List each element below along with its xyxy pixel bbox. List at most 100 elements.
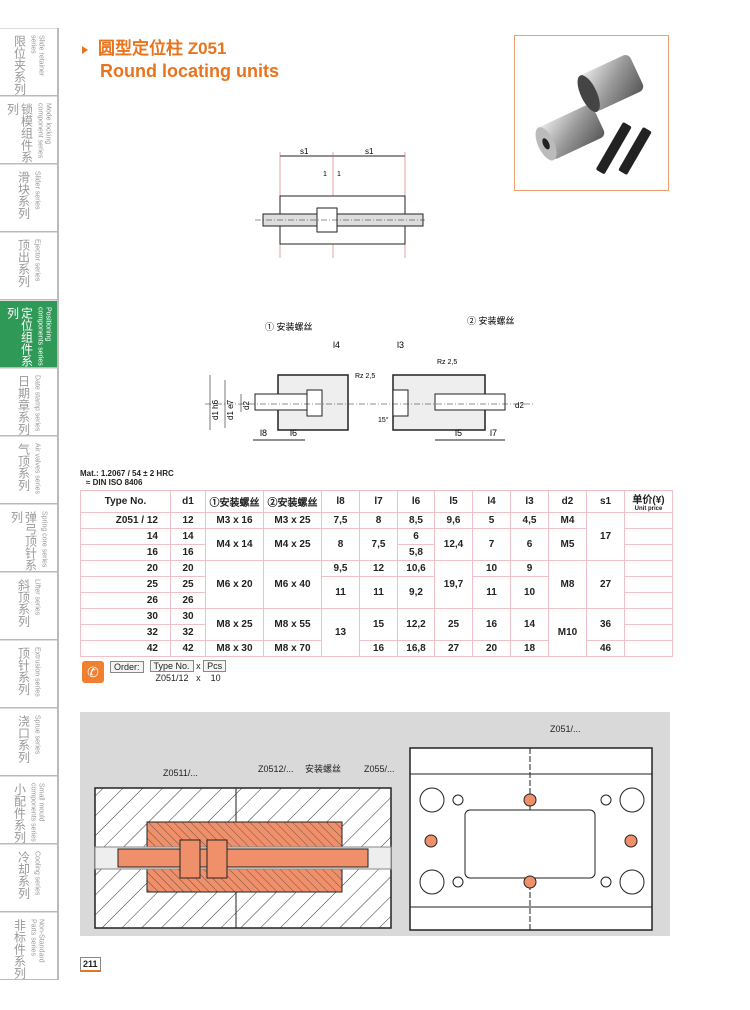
table-cell: 16,8 xyxy=(397,640,435,657)
table-cell: 30 xyxy=(170,608,206,625)
sidebar-item-sublabel: Sprue series xyxy=(33,715,41,755)
unit-price-cell xyxy=(624,512,673,529)
sidebar-item-label: 日期章系列 xyxy=(16,375,31,435)
table-cell: 12 xyxy=(359,560,398,577)
unit-price-cell xyxy=(624,640,673,657)
table-cell: 46 xyxy=(586,640,625,657)
sidebar-item-label: 浇口系列 xyxy=(16,715,31,763)
sidebar-item-sublabel: Small mould components series xyxy=(29,783,45,842)
label-z0512: Z0512/... xyxy=(258,764,294,774)
table-cell: 5 xyxy=(472,512,511,529)
table-cell: 9 xyxy=(510,560,549,577)
application-panel: Z0511/... Z0512/... 安装螺丝 Z055/... Z051/.… xyxy=(80,712,670,936)
table-cell: M8 x 25 xyxy=(205,608,264,641)
table-cell: 26 xyxy=(80,592,171,609)
l7-label: l7 xyxy=(490,428,497,438)
table-cell: 12,2 xyxy=(397,608,435,641)
material-note: Mat.: 1.2067 / 54 ± 2 HRC ≈ DIN ISO 8406 xyxy=(80,469,174,487)
sidebar-item-sublabel: Cooling series xyxy=(33,851,41,896)
sidebar-item-sublabel: Non-Standard Parts series xyxy=(29,919,45,963)
label-screw: 安装螺丝 xyxy=(305,764,342,774)
sidebar-item-sublabel: Extrusion series xyxy=(33,647,41,697)
triangle-icon xyxy=(82,45,88,54)
table-cell: 26 xyxy=(170,592,206,609)
table-cell: 6 xyxy=(510,528,549,561)
l3-label: l3 xyxy=(397,340,404,350)
l8-label: l8 xyxy=(260,428,267,438)
table-cell: 32 xyxy=(80,624,171,641)
table-cell: M6 x 20 xyxy=(205,560,264,609)
table-cell: 9,2 xyxy=(397,576,435,609)
table-cell: 14 xyxy=(170,528,206,545)
table-cell: M5 xyxy=(548,528,587,561)
table-cell: 19,7 xyxy=(434,560,473,609)
table-cell: 7,5 xyxy=(359,528,398,561)
roughness-label: Rz 2,5 xyxy=(355,373,375,380)
table-cell: 12 xyxy=(170,512,206,529)
column-header: l7 xyxy=(359,490,398,513)
table-cell: 25 xyxy=(170,576,206,593)
column-header: l3 xyxy=(510,490,549,513)
sidebar-item-sublabel: Slider series xyxy=(33,171,41,210)
table-cell: 10,6 xyxy=(397,560,435,577)
table-cell: 42 xyxy=(170,640,206,657)
unit-price-cell xyxy=(624,576,673,593)
sidebar-item-label: 滑块系列 xyxy=(16,171,31,219)
table-cell: 6 xyxy=(397,528,435,545)
table-cell: M4 xyxy=(548,512,587,529)
unit-price-cell xyxy=(624,592,673,609)
page-number: 211 xyxy=(80,957,101,972)
table-cell: 10 xyxy=(510,576,549,609)
product-photo xyxy=(514,35,669,191)
sidebar-item-sublabel: Positioning components series xyxy=(36,307,52,366)
table-cell: 16 xyxy=(359,640,398,657)
table-cell: 20 xyxy=(472,640,511,657)
table-cell: M6 x 40 xyxy=(263,560,322,609)
dimension-label: 1 xyxy=(323,171,327,178)
column-header: l8 xyxy=(321,490,360,513)
sidebar-item-label: 冷却系列 xyxy=(16,851,31,899)
column-header: l5 xyxy=(434,490,473,513)
table-cell: M8 x 55 xyxy=(263,608,322,641)
table-cell: M3 x 25 xyxy=(263,512,322,529)
table-cell: 9,5 xyxy=(321,560,360,577)
sidebar-item-label: 定位组件系列 xyxy=(5,307,34,367)
table-cell: 5,8 xyxy=(397,544,435,561)
sidebar-item-sublabel: Date stamp series xyxy=(33,375,41,432)
table-cell: M4 x 14 xyxy=(205,528,264,561)
table-cell: 16 xyxy=(170,544,206,561)
sidebar-item-label: 锁模组件系列 xyxy=(5,103,34,163)
table-cell: 14 xyxy=(510,608,549,641)
table-cell: 7,5 xyxy=(321,512,360,529)
sidebar-item-label: 弹弓顶针系列 xyxy=(9,511,38,571)
column-header: 单价(¥)Unit price xyxy=(624,490,673,513)
sidebar-item-label: 斜顶系列 xyxy=(16,579,31,627)
sidebar-item-sublabel: Mode locking component series xyxy=(36,103,52,159)
table-cell: 11 xyxy=(359,576,398,609)
column-header: ①安装螺丝 xyxy=(205,490,264,513)
d2-label: d2 xyxy=(515,401,524,410)
